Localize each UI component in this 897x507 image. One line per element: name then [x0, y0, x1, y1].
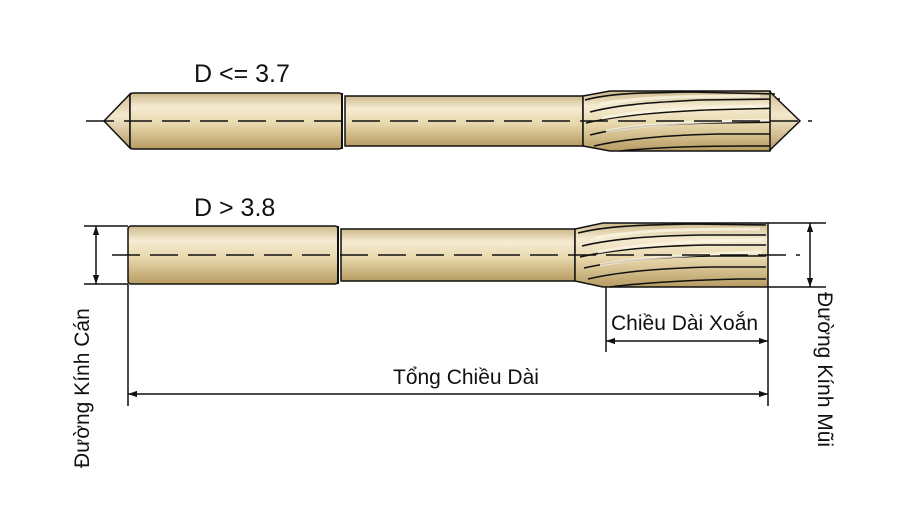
reamer-small: D <= 3.7: [86, 60, 812, 152]
reamer-large: D > 3.8: [112, 194, 800, 288]
flute-length-label: Chiều Dài Xoắn: [611, 312, 758, 335]
tip-diameter-label: Đường Kính Mũi: [813, 292, 836, 447]
reamer-small-label: D <= 3.7: [194, 60, 290, 88]
reamer-large-label: D > 3.8: [194, 194, 275, 222]
total-length-label: Tổng Chiều Dài: [393, 366, 539, 389]
shank: [129, 92, 343, 150]
shank-diameter-label: Đường Kính Cán: [71, 308, 94, 468]
dimension-lines: [84, 222, 826, 406]
